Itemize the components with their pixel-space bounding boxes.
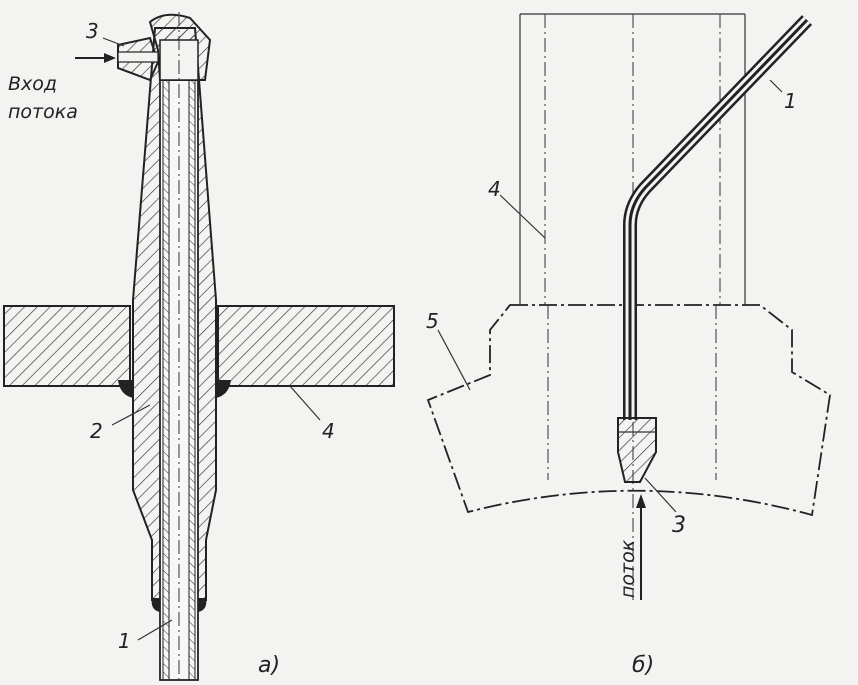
leader-1b bbox=[769, 79, 783, 93]
callout-3b: 3 bbox=[672, 513, 686, 538]
leader-3b bbox=[644, 477, 677, 513]
disk-5 bbox=[426, 304, 831, 517]
leader-4b bbox=[499, 194, 546, 239]
callout-3a: 3 bbox=[86, 19, 99, 43]
tube-1b bbox=[623, 15, 813, 420]
callout-5: 5 bbox=[426, 309, 439, 333]
leader-4a bbox=[289, 385, 321, 421]
plate-4 bbox=[3, 305, 395, 387]
callout-1b: 1 bbox=[784, 89, 797, 113]
leader-3a bbox=[102, 37, 125, 47]
callout-1a: 1 bbox=[118, 629, 131, 653]
inlet-label-2: потока bbox=[8, 101, 78, 123]
weld-beads bbox=[118, 380, 231, 612]
caption-b: б) bbox=[632, 653, 654, 678]
leader-1a bbox=[137, 619, 173, 641]
figure-b: 1 4 5 3 поток б) bbox=[426, 13, 831, 678]
inlet-label-1: Вход bbox=[8, 73, 57, 95]
callout-4a: 4 bbox=[322, 419, 335, 443]
figure-a: 3 Вход потока 2 4 1 а) bbox=[3, 12, 395, 682]
duct-4 bbox=[519, 13, 746, 305]
inlet-arrow bbox=[75, 53, 116, 63]
leader-2 bbox=[111, 404, 151, 426]
leader-5 bbox=[437, 329, 471, 391]
callout-4b: 4 bbox=[488, 177, 501, 201]
flow-label: поток bbox=[617, 539, 639, 598]
caption-a: а) bbox=[258, 653, 280, 678]
nozzle-3b bbox=[617, 417, 657, 483]
callout-2: 2 bbox=[90, 419, 103, 443]
head-3 bbox=[117, 13, 212, 82]
flow-arrow bbox=[636, 494, 646, 600]
